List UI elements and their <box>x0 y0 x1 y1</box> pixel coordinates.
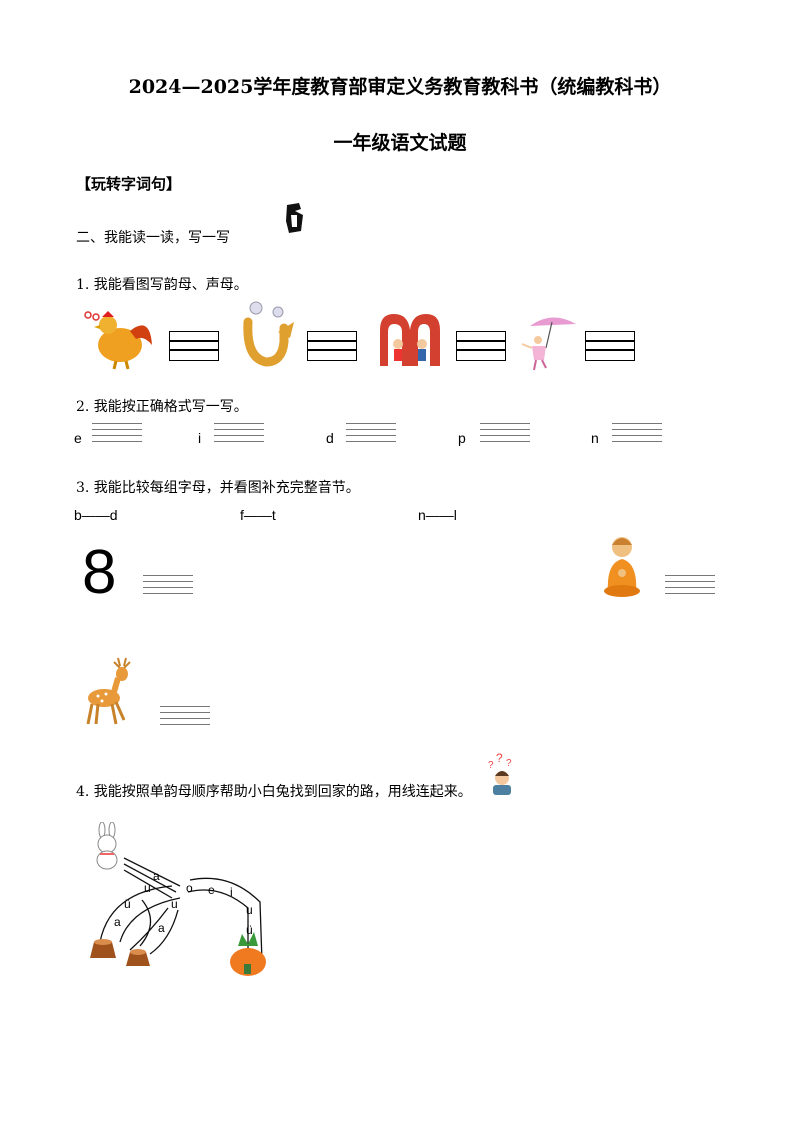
rooster-icon <box>84 311 152 370</box>
section-heading: 【玩转字词句】 <box>76 175 182 193</box>
write-lines-i[interactable] <box>214 423 264 443</box>
q2-text: 2. 我能按正确格式写一写。 <box>76 399 248 415</box>
svg-text:?: ? <box>506 758 512 769</box>
maze-letter: a <box>158 921 165 935</box>
fish-letter-icon <box>243 301 294 367</box>
q4-text: 4. 我能按照单韵母顺序帮助小白兔找到回家的路，用线连起来。 <box>76 784 472 800</box>
write-lines-deer[interactable] <box>160 706 210 726</box>
stump-icon <box>90 939 116 958</box>
write-lines-p[interactable] <box>480 423 530 443</box>
umbrella-girl-icon <box>521 317 576 371</box>
svg-text:?: ? <box>488 760 494 771</box>
deer-icon <box>86 657 131 725</box>
pair-f-t: f——t <box>240 507 276 523</box>
write-lines-buddha[interactable] <box>665 575 715 595</box>
write-grid-1[interactable] <box>169 331 219 361</box>
maze-letter: a <box>114 915 121 929</box>
buddha-icon <box>604 537 640 597</box>
letter-i: i <box>198 430 202 446</box>
letter-e: e <box>74 430 82 446</box>
q3-text: 3. 我能比较每组字母，并看图补充完整音节。 <box>76 480 360 496</box>
write-lines-d[interactable] <box>346 423 396 443</box>
stump-icon <box>126 949 150 966</box>
pair-n-l: n——l <box>418 507 457 523</box>
write-grid-4[interactable] <box>585 331 635 361</box>
maze-letter: e <box>208 883 215 897</box>
thinking-boy-icon: ? ? ? <box>488 751 512 795</box>
part-heading: 二、我能读一读，写一写 <box>76 230 230 246</box>
maze-letter: u <box>171 897 178 911</box>
write-lines-e[interactable] <box>92 423 142 443</box>
svg-text:?: ? <box>496 751 503 765</box>
document-title: 2024—2025学年度教育部审定义务教育教科书（统编教科书） <box>128 76 672 98</box>
arch-kids-icon <box>380 314 440 366</box>
letter-p: p <box>458 430 466 446</box>
pair-b-d: b——d <box>74 507 118 523</box>
maze-letter: o <box>186 881 193 895</box>
digit-eight: 8 <box>82 538 117 607</box>
letter-d: d <box>326 430 334 446</box>
q1-text: 1. 我能看图写韵母、声母。 <box>76 277 248 293</box>
maze-letter: ü <box>246 923 253 937</box>
write-lines-eight[interactable] <box>143 575 193 595</box>
rabbit-icon <box>96 822 118 870</box>
maze-letter: u <box>144 881 151 895</box>
stamp-icon <box>286 203 303 233</box>
maze-letter: ü <box>124 897 131 911</box>
document-subtitle: 一年级语文试题 <box>333 132 467 154</box>
write-lines-n[interactable] <box>612 423 662 443</box>
carrot-house-icon <box>230 932 266 976</box>
write-grid-2[interactable] <box>307 331 357 361</box>
write-grid-3[interactable] <box>456 331 506 361</box>
maze-letter: a <box>153 869 160 883</box>
letter-n: n <box>591 430 599 446</box>
maze-diagram: a u ü a a u o e i u ü <box>90 822 266 976</box>
maze-letter: i <box>230 885 233 899</box>
maze-letter: u <box>246 903 253 917</box>
maze-paths <box>99 857 263 963</box>
